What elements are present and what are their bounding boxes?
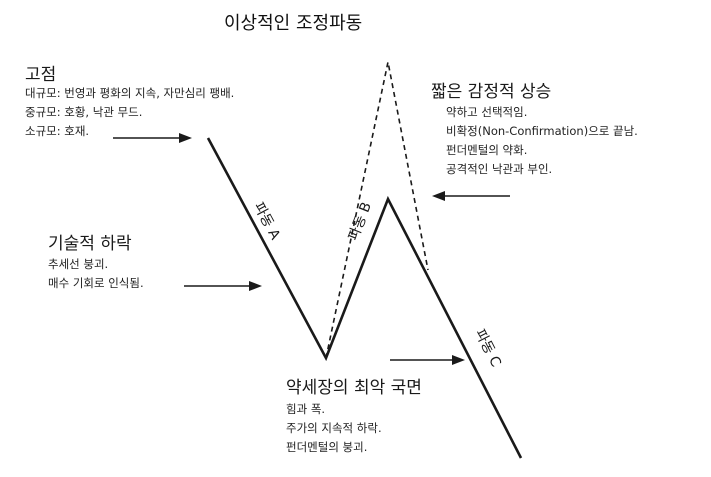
worst-phase-line: 주가의 지속적 하락. — [286, 421, 382, 435]
peak-line: 소규모: 호재. — [25, 124, 90, 138]
technical-drop-heading: 기술적 하락 — [48, 234, 132, 254]
worst-phase-line: 힘과 폭. — [286, 402, 326, 416]
short-rally-heading: 짧은 감정적 상승 — [431, 82, 552, 102]
technical-drop-line: 매수 기회로 인식됨. — [48, 276, 144, 290]
worst-phase-heading: 약세장의 최악 국면 — [286, 378, 422, 398]
technical-drop-description: 추세선 붕괴. 매수 기회로 인식됨. — [48, 255, 144, 293]
short-rally-line: 공격적인 낙관과 부인. — [446, 162, 553, 176]
short-rally-description: 약하고 선택적임. 비확정(Non-Confirmation)으로 끝남. 펀더… — [446, 103, 638, 179]
arrow-short-rally — [432, 191, 510, 201]
projected-wave-dashed-path — [325, 61, 429, 359]
wave-b-label: 파동 B — [346, 200, 375, 243]
wave-c-label: 파동 C — [471, 327, 504, 370]
peak-description: 대규모: 번영과 평화의 지속, 자만심리 팽배. 중규모: 호황, 낙관 무드… — [25, 84, 234, 141]
short-rally-line: 비확정(Non-Confirmation)으로 끝남. — [446, 124, 638, 138]
arrow-technical-drop — [184, 281, 262, 291]
arrow-worst-phase — [390, 355, 465, 365]
short-rally-line: 약하고 선택적임. — [446, 105, 528, 119]
peak-line: 대규모: 번영과 평화의 지속, 자만심리 팽배. — [25, 86, 235, 100]
worst-phase-line: 펀더멘털의 붕괴. — [286, 440, 368, 454]
diagram-title: 이상적인 조정파동 — [224, 13, 363, 34]
peak-heading: 고점 — [25, 65, 57, 85]
peak-line: 중규모: 호황, 낙관 무드. — [25, 105, 143, 119]
worst-phase-description: 힘과 폭. 주가의 지속적 하락. 펀더멘털의 붕괴. — [286, 400, 382, 457]
short-rally-line: 펀더멘털의 약화. — [446, 143, 528, 157]
arrow-peak — [113, 133, 192, 143]
technical-drop-line: 추세선 붕괴. — [48, 257, 109, 271]
correction-wave-path — [206, 137, 523, 459]
wave-a-label: 파동 A — [250, 200, 283, 243]
